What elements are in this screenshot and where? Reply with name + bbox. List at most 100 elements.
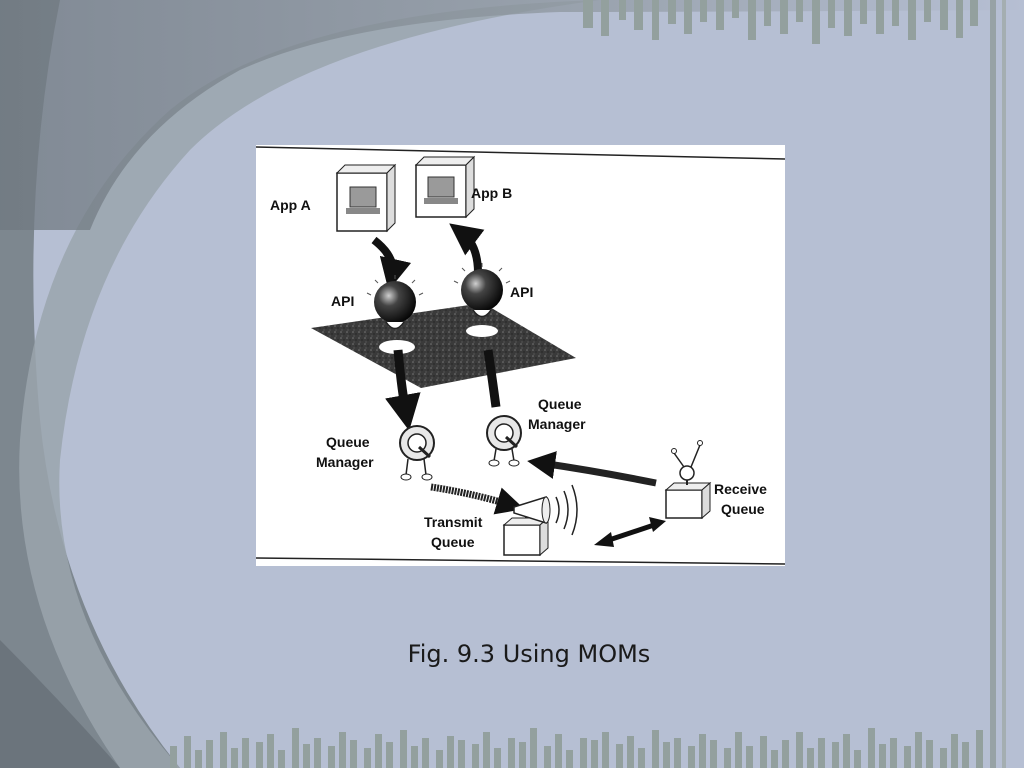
receive-label-line1: Receive	[714, 481, 767, 497]
decor-bar	[926, 740, 933, 768]
decor-bar	[566, 750, 573, 768]
right-stripe	[990, 0, 996, 768]
decor-bar	[674, 738, 681, 768]
decor-bar	[710, 740, 717, 768]
decor-bar	[915, 732, 922, 768]
transmit-label-line2: Queue	[431, 534, 475, 550]
decor-bar	[962, 742, 969, 768]
qm-left-label-line2: Manager	[316, 454, 374, 470]
decor-bar	[868, 728, 875, 768]
arrow-qm-to-transmit	[430, 483, 525, 515]
app-a-label: App A	[270, 197, 311, 213]
megaphone-icon	[502, 484, 578, 557]
decor-bar	[956, 0, 963, 38]
decor-bar	[724, 748, 731, 768]
decor-bar	[314, 738, 321, 768]
decor-bar	[638, 748, 645, 768]
decor-bar	[494, 748, 501, 768]
decor-bar	[303, 744, 310, 768]
decor-bar	[350, 740, 357, 768]
decor-bar	[328, 746, 335, 768]
decor-bar	[876, 0, 884, 34]
decor-bar	[807, 748, 814, 768]
decor-bar	[699, 734, 706, 768]
decor-bar	[684, 0, 692, 34]
decor-bar	[782, 740, 789, 768]
decor-bar	[843, 734, 850, 768]
decor-bar	[256, 742, 263, 768]
decor-bar	[400, 730, 407, 768]
decor-bar	[555, 734, 562, 768]
decor-bar	[170, 746, 177, 768]
decor-bar	[771, 750, 778, 768]
arrow-api-to-app-b	[449, 223, 485, 274]
decor-bar	[780, 0, 788, 34]
api-ball-icon	[453, 263, 511, 318]
decor-bar	[760, 736, 767, 768]
decor-bar	[908, 0, 916, 40]
bottom-rule	[256, 557, 785, 565]
decor-bar	[184, 736, 191, 768]
antenna-box-icon	[664, 440, 712, 520]
queue-manager-q-icon	[486, 415, 522, 467]
decor-bar	[828, 0, 835, 28]
decor-bar	[796, 0, 803, 22]
decor-bar	[634, 0, 643, 30]
decor-bar	[580, 738, 587, 768]
decor-bar	[386, 742, 393, 768]
decor-bar	[508, 738, 515, 768]
bottom-bar-pattern	[170, 728, 983, 768]
decor-bar	[688, 746, 695, 768]
decor-bar	[976, 730, 983, 768]
decor-bar	[472, 744, 479, 768]
api-left-label: API	[331, 293, 354, 309]
transmit-label-line1: Transmit	[424, 514, 483, 530]
arrow-app-a-to-api	[371, 236, 412, 291]
decor-bar	[812, 0, 820, 44]
decor-bar	[422, 738, 429, 768]
decor-bar	[832, 742, 839, 768]
decor-bar	[206, 740, 213, 768]
decor-bar	[616, 744, 623, 768]
decor-bar	[940, 748, 947, 768]
decor-bar	[904, 746, 911, 768]
decor-bar	[267, 734, 274, 768]
decor-bar	[735, 732, 742, 768]
top-rule	[256, 146, 785, 160]
decor-bar	[242, 738, 249, 768]
decor-bar	[970, 0, 978, 26]
decor-bar	[602, 732, 609, 768]
decor-bar	[364, 748, 371, 768]
right-stripe-thin	[1002, 0, 1006, 768]
decor-bar	[951, 734, 958, 768]
app-b-label: App B	[471, 185, 512, 201]
decor-bar	[519, 742, 526, 768]
decor-bar	[854, 750, 861, 768]
api-right-label: API	[510, 284, 533, 300]
decor-bar	[860, 0, 867, 24]
decor-bar	[700, 0, 707, 22]
decor-bar	[292, 728, 299, 768]
decor-bar	[339, 732, 346, 768]
network-platform	[311, 303, 576, 388]
decor-bar	[663, 742, 670, 768]
decor-bar	[436, 750, 443, 768]
decor-bar	[746, 746, 753, 768]
top-bar-pattern	[583, 0, 978, 44]
decor-bar	[544, 746, 551, 768]
decor-bar	[764, 0, 771, 26]
arrow-receive-to-qm	[527, 451, 657, 487]
decor-bar	[796, 732, 803, 768]
decor-bar	[447, 736, 454, 768]
decor-bar	[890, 738, 897, 768]
decor-bar	[583, 0, 593, 28]
decor-bar	[940, 0, 948, 30]
api-ball-icon	[366, 275, 424, 330]
decor-bar	[601, 0, 609, 36]
decor-bar	[220, 732, 227, 768]
decor-bar	[732, 0, 739, 18]
decor-bar	[375, 734, 382, 768]
decor-bar	[924, 0, 931, 22]
decor-bar	[627, 736, 634, 768]
